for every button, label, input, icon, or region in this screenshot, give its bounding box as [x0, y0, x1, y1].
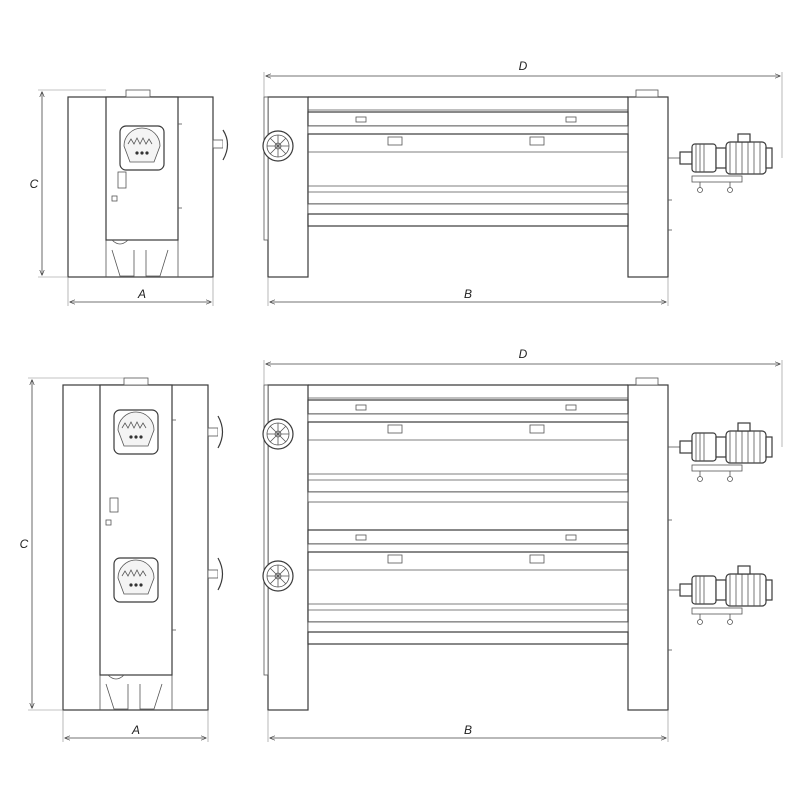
dimension-label-b: B [464, 287, 472, 301]
single-dimension-b: B [267, 277, 669, 306]
dimension-label-b: B [464, 723, 472, 737]
double-dimension-c: C [20, 377, 124, 711]
double-dimension-a: A [62, 710, 209, 742]
single-dimension-d: D [263, 59, 783, 158]
single-dimension-c: C [30, 89, 106, 278]
dimension-label-c: C [30, 177, 39, 191]
dimension-label-a: A [131, 723, 140, 737]
single-dimension-a: A [67, 277, 214, 306]
double-side-view [62, 377, 224, 711]
double-front-view [262, 377, 773, 711]
dimension-label-d: D [519, 347, 528, 361]
double-dimension-d: D [263, 347, 783, 447]
double-dimension-b: B [267, 710, 669, 742]
dimension-label-c: C [20, 537, 29, 551]
dimension-label-d: D [519, 59, 528, 73]
dimension-label-a: A [137, 287, 146, 301]
single-side-view [67, 89, 229, 278]
single-front-view [262, 89, 773, 278]
